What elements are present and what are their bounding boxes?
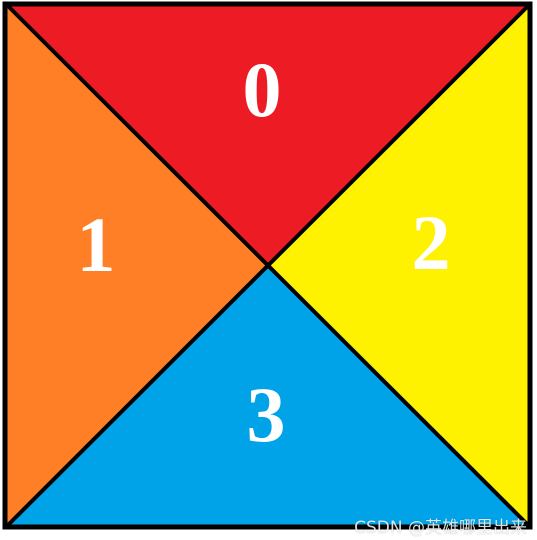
triangle-2 — [268, 4, 530, 527]
triangle-0 — [6, 4, 530, 265]
triangle-1-label: 1 — [77, 201, 116, 288]
triangle-3-label: 3 — [247, 371, 286, 458]
square-border — [2, 1, 533, 530]
triangle-1 — [6, 4, 268, 527]
triangle-3 — [6, 265, 530, 527]
triangle-2-label: 2 — [412, 199, 451, 286]
triangle-0-label: 0 — [243, 46, 282, 133]
watermark-text: CSDN @英雄哪里出来 — [354, 518, 527, 538]
diagonal-line-b — [4, 2, 532, 529]
